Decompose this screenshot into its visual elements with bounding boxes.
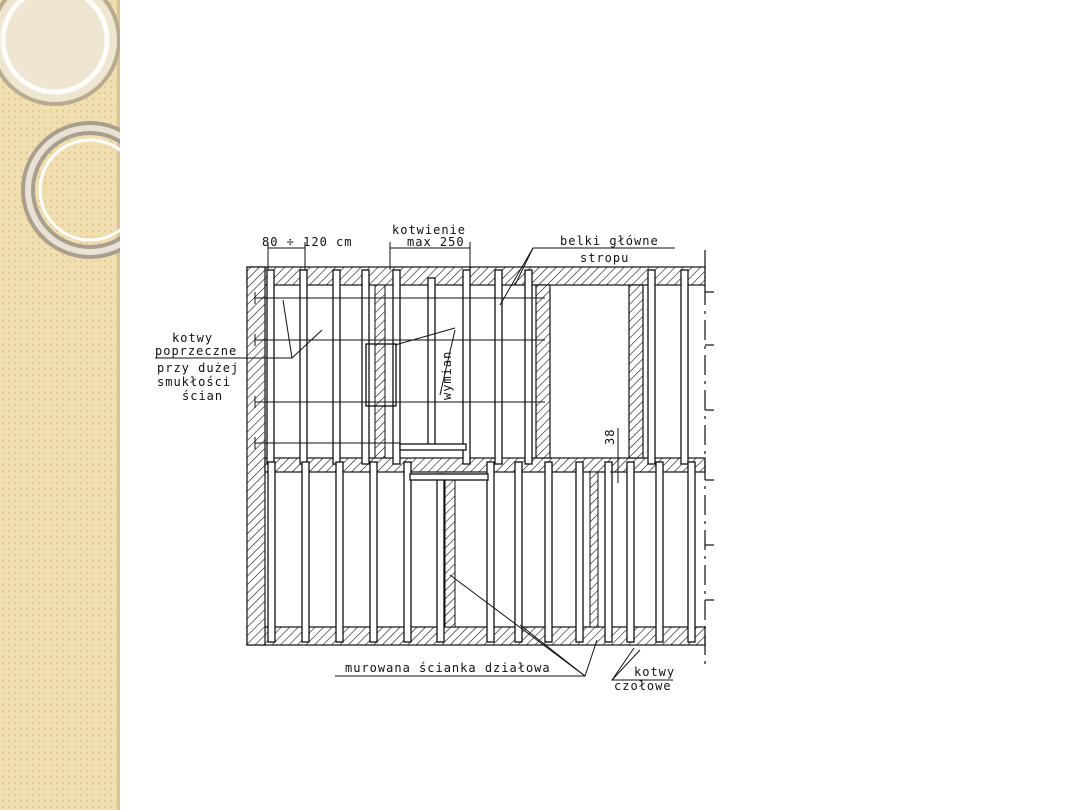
label-end-anchors-1: kotwy (634, 665, 675, 679)
trimmers (365, 343, 489, 481)
beams-lower (267, 461, 696, 643)
opening-frame (365, 343, 397, 407)
partition-wall-right (589, 471, 599, 628)
beam (687, 461, 696, 643)
label-main-beams-1: belki główne (560, 234, 659, 248)
left-wall (246, 266, 266, 646)
trimmer-lower (409, 473, 489, 481)
label-partition-wall: murowana ścianka działowa (345, 661, 551, 675)
beam (604, 461, 613, 643)
beams-upper (266, 269, 689, 465)
beam (462, 269, 471, 465)
beam (655, 461, 664, 643)
beam (335, 461, 344, 643)
end-anchors (705, 291, 714, 601)
partition-wall (444, 477, 456, 628)
label-anchoring-2: max 250 (407, 235, 465, 249)
beam (403, 461, 412, 643)
chimney (374, 284, 386, 459)
label-slender-3: ścian (182, 389, 223, 403)
middle-wall (264, 457, 706, 473)
beam (680, 269, 689, 465)
labels: 80 ÷ 120 cm kotwienie max 250 belki głów… (155, 223, 675, 693)
beam (369, 461, 378, 643)
beam (332, 269, 341, 465)
top-wall (246, 266, 706, 286)
beam (436, 473, 445, 643)
label-slender-1: przy dużej (157, 361, 239, 375)
label-trimmer: wymian (440, 351, 454, 400)
beam (266, 269, 275, 465)
beam (647, 269, 656, 465)
beam (524, 269, 533, 465)
label-main-beams-2: stropu (580, 251, 629, 265)
label-cross-anchors-2: poprzeczne (155, 344, 237, 358)
cross-anchors (254, 292, 545, 449)
beam (486, 461, 495, 643)
bottom-wall (246, 626, 706, 646)
beam (301, 461, 310, 643)
walls (246, 250, 706, 665)
label-dimension-38: 38 (603, 429, 617, 445)
trimmer-upper (399, 443, 467, 451)
label-end-anchors-2: czołowe (614, 679, 672, 693)
beam (626, 461, 635, 643)
label-spacing: 80 ÷ 120 cm (262, 235, 352, 249)
beam (299, 269, 308, 465)
decorative-ring-icon (0, 0, 120, 106)
beam (427, 277, 436, 449)
beam (544, 461, 553, 643)
label-anchoring-1: kotwienie (392, 223, 466, 237)
label-slender-2: smukłości (157, 375, 231, 389)
beam (267, 461, 276, 643)
stairwell-left-wall (535, 284, 551, 459)
sidebar-edge (117, 0, 120, 810)
decorative-ring-icon (21, 121, 120, 259)
label-cross-anchors-1: kotwy (172, 331, 213, 345)
beam (514, 461, 523, 643)
leader-lines (155, 242, 675, 681)
beam (575, 461, 584, 643)
beam (494, 269, 503, 465)
decorative-sidebar (0, 0, 120, 810)
stairwell-right-wall (628, 284, 644, 459)
